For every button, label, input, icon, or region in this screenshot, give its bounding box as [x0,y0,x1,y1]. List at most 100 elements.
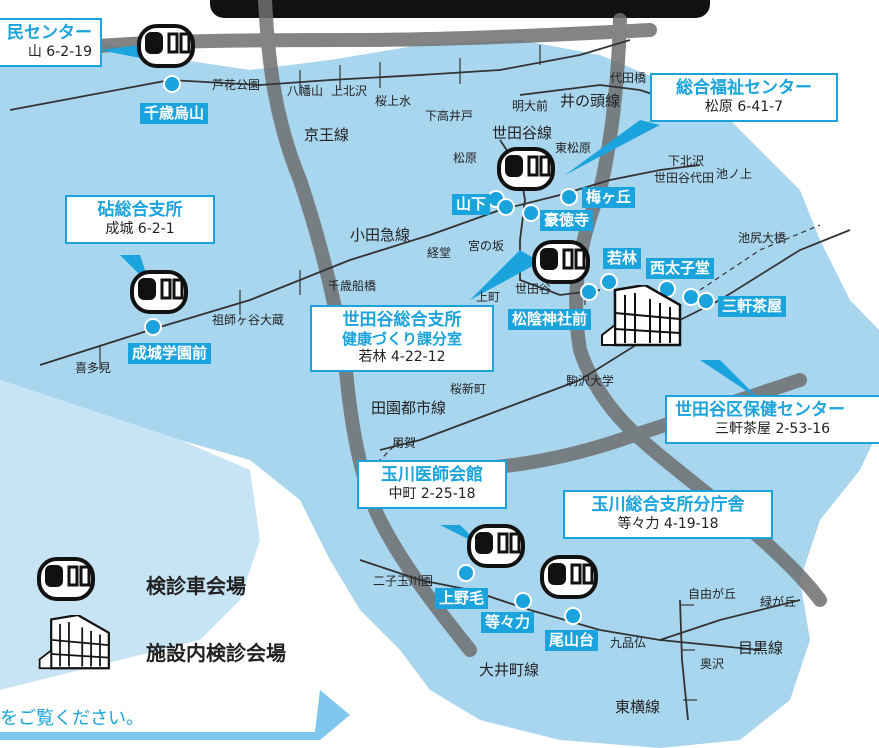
station-tag-seijogakuenmae: 成城学園前 [128,343,212,364]
box-address: 中町 2-25-18 [388,486,476,503]
legend-facility-label: 施設内検診会場 [146,641,286,665]
box-address: 成城 6-2-1 [105,221,175,238]
station-dot [144,318,162,336]
label-okusawa: 奥沢 [700,657,725,671]
bus-icon [37,557,95,601]
bus-icon [130,270,188,314]
station-dot [457,564,475,582]
bus-icon [532,240,590,284]
station-tag-chitosekarasuyama: 千歳烏山 [140,103,209,124]
label-shimokita: 下北沢 [668,154,705,168]
label-ikejiri: 池尻大橋 [738,231,787,245]
label-kamikita: 上北沢 [331,84,368,98]
bus-icon [137,24,195,68]
station-tag-gotokuji: 豪徳寺 [540,210,594,231]
label-matsubara: 松原 [453,151,478,165]
label-higashimatsu: 東松原 [555,141,592,155]
bus-icon [467,524,525,568]
box-hoken: 世田谷区保健センター 三軒茶屋 2-53-16 [665,395,879,444]
label-inokashira: 井の頭線 [560,92,621,110]
pointer-hoken [700,360,760,400]
box-title: 砧総合支所 [97,200,183,220]
label-roka: 芦花公園 [212,78,261,92]
label-funabashi: 千歳船橋 [328,279,377,293]
rail-keio [9,39,631,111]
label-setagayaeki: 世田谷 [515,282,552,296]
label-keio: 京王線 [304,126,350,144]
box-title: 民センター [7,23,92,43]
pointer-setagaya [470,250,540,300]
box-title: 世田谷総合支所 [342,310,462,330]
box-fukushi: 総合福祉センター 松原 6-41-7 [650,73,838,122]
label-kyodo: 経堂 [427,246,452,260]
box-address: 三軒茶屋 2-53-16 [715,421,831,438]
box-setagaya: 世田谷総合支所 健康づくり課分室 若林 4-22-12 [310,305,494,372]
box-address: 山 6-2-19 [27,44,92,61]
label-ikenoue: 池ノ上 [716,167,753,181]
label-daita: 代田橋 [610,71,647,85]
label-soshigaya: 祖師ヶ谷大蔵 [212,313,285,327]
box-title: 玉川総合支所分庁舎 [591,495,745,515]
station-tag-wakabayashi: 若林 [603,248,642,269]
label-sakurashinmachi: 桜新町 [450,382,487,396]
station-tag-yamashita: 山下 [452,194,491,215]
box-address: 松原 6-41-7 [704,99,784,116]
label-toyoko: 東横線 [615,698,661,716]
box-title: 総合福祉センター [676,78,812,98]
station-tag-kaminoge: 上野毛 [435,588,489,609]
box-kinuta: 砧総合支所 成城 6-2-1 [65,195,215,244]
station-dot [522,204,540,222]
label-shimotaka: 下高井戸 [425,109,474,123]
label-yoga: 用賀 [392,436,417,450]
station-dot [514,592,532,610]
label-setagayasen: 世田谷線 [492,124,553,142]
legend-bus-label: 検診車会場 [146,574,246,598]
box-ishikai: 玉川医師会館 中町 2-25-18 [357,460,507,509]
label-oimachi: 大井町線 [479,661,540,679]
label-daita2: 世田谷代田 [654,171,715,185]
notice-arrow [0,690,350,740]
station-dot [163,75,181,93]
label-futako: 二子玉川園 [373,574,434,588]
label-kamimachi: 上町 [476,290,501,304]
label-odakyu: 小田急線 [350,226,411,244]
title-banner [210,0,710,18]
label-denentoshi: 田園都市線 [371,399,447,417]
label-hachiman: 八幡山 [287,84,324,98]
label-meguro: 目黒線 [738,639,784,657]
label-kitami: 喜多見 [75,361,112,375]
label-sakura: 桜上水 [375,94,412,108]
label-jiyu: 自由が丘 [688,587,737,601]
station-dot [580,283,598,301]
building-icon [38,615,110,670]
box-tamagawa: 玉川総合支所分庁舎 等々力 4-19-18 [563,490,773,539]
building-icon [601,285,682,347]
pointer-fukushi [565,120,660,175]
label-miyanosaka: 宮の坂 [468,239,505,253]
box-subtitle: 健康づくり課分室 [341,330,462,349]
box-address: 等々力 4-19-18 [617,516,719,533]
station-tag-sangenjaya: 三軒茶屋 [718,296,787,317]
label-midori: 緑が丘 [760,595,797,609]
box-title: 玉川医師会館 [381,465,483,485]
station-tag-nishitaishido: 西太子堂 [646,258,715,279]
bus-icon [497,147,555,191]
box-address: 若林 4-22-12 [358,349,446,366]
station-dot [564,607,582,625]
label-komazawa: 駒沢大学 [566,374,615,388]
bottom-notice: をご覧ください。 [0,708,144,729]
box-top-left: 民センター 山 6-2-19 [0,18,102,67]
rail-denentoshi [379,229,851,451]
label-meidai: 明大前 [512,99,549,113]
ward-area-lower [0,380,260,690]
station-dot [497,198,515,216]
bus-icon [540,555,598,599]
label-kuhonbutsu: 九品仏 [610,636,647,650]
station-dot [560,188,578,206]
station-dot [600,273,618,291]
station-tag-umegaoka: 梅ヶ丘 [582,187,636,208]
box-title: 世田谷区保健センター [675,400,845,420]
station-dot [697,292,715,310]
station-tag-shoinjinjamae: 松陰神社前 [508,309,592,330]
rail-meguro [659,599,801,641]
